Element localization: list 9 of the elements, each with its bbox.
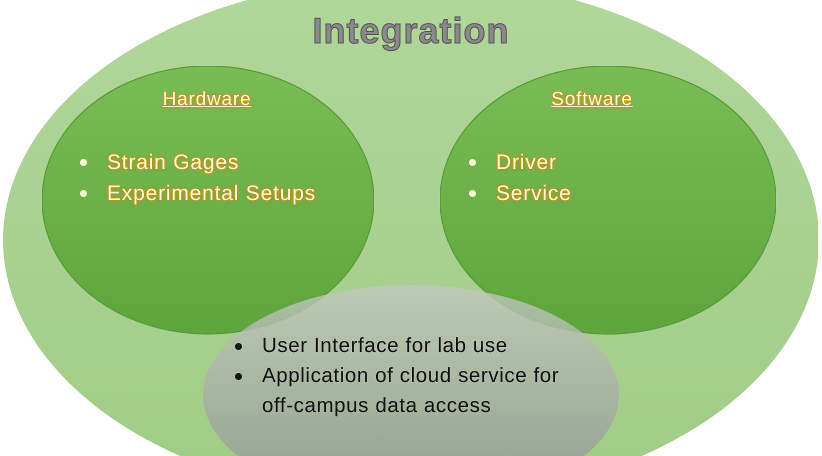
list-item: Driver	[496, 150, 558, 176]
list-item: Service	[496, 181, 573, 207]
list-item: Application of cloud service for off-campus data access	[262, 363, 560, 419]
list-item: Experimental Setups	[107, 181, 317, 207]
diagram-heading: Integration	[312, 11, 510, 51]
list-item: User Interface for lab use	[262, 333, 509, 359]
list-item: Strain Gages	[107, 150, 240, 176]
section-heading: Hardware	[162, 88, 252, 112]
section-heading: Software	[551, 88, 633, 112]
